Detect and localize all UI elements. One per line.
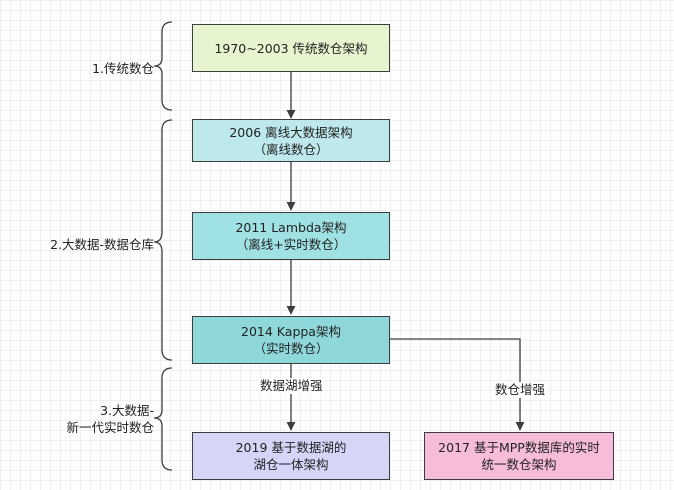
stage1-line1: 1.传统数仓	[92, 61, 154, 76]
node-lakehouse: 2019 基于数据湖的 湖仓一体架构	[192, 432, 390, 480]
node-lambda-line1: 2011 Lambda架构	[235, 220, 347, 235]
node-lakehouse-line1: 2019 基于数据湖的	[235, 440, 347, 455]
node-kappa-line2: （实时数仓）	[253, 341, 329, 356]
edge-label-warehouse-enhance: 数仓增强	[494, 382, 547, 398]
stage3-brace	[153, 367, 173, 471]
stage2-brace	[153, 119, 173, 361]
arrow-kappa-to-mpp	[390, 338, 525, 431]
node-offline-line2: （离线数仓）	[253, 141, 329, 157]
stage-label-bigdata-warehouse: 2.大数据-数据仓库	[50, 236, 154, 253]
stage3-line2: 新一代实时数仓	[66, 420, 154, 435]
stage3-line1: 3.大数据-	[100, 403, 154, 418]
node-traditional-warehouse: 1970~2003 传统数仓架构	[192, 24, 390, 72]
node-mpp: 2017 基于MPP数据库的实时 统一数仓架构	[424, 432, 614, 480]
stage2-line1: 2.大数据-数据仓库	[50, 237, 154, 252]
node-kappa: 2014 Kappa架构 （实时数仓）	[192, 316, 390, 364]
node-traditional-line1: 1970~2003 传统数仓架构	[214, 40, 368, 56]
edge-label-lake-enhance: 数据湖增强	[259, 378, 324, 394]
stage-label-traditional: 1.传统数仓	[92, 60, 154, 77]
node-lambda-line2: （离线+实时数仓）	[235, 237, 347, 252]
node-offline-line1: 2006 离线大数据架构	[229, 124, 353, 140]
stage-label-realtime-warehouse: 3.大数据- 新一代实时数仓	[66, 402, 154, 436]
node-offline-bigdata: 2006 离线大数据架构 （离线数仓）	[192, 119, 390, 162]
node-kappa-line1: 2014 Kappa架构	[241, 324, 341, 339]
node-lambda: 2011 Lambda架构 （离线+实时数仓）	[192, 212, 390, 260]
stage1-brace	[153, 21, 173, 111]
node-lakehouse-line2: 湖仓一体架构	[253, 457, 329, 472]
node-mpp-line1: 2017 基于MPP数据库的实时	[438, 440, 600, 455]
node-mpp-line2: 统一数仓架构	[481, 457, 557, 472]
